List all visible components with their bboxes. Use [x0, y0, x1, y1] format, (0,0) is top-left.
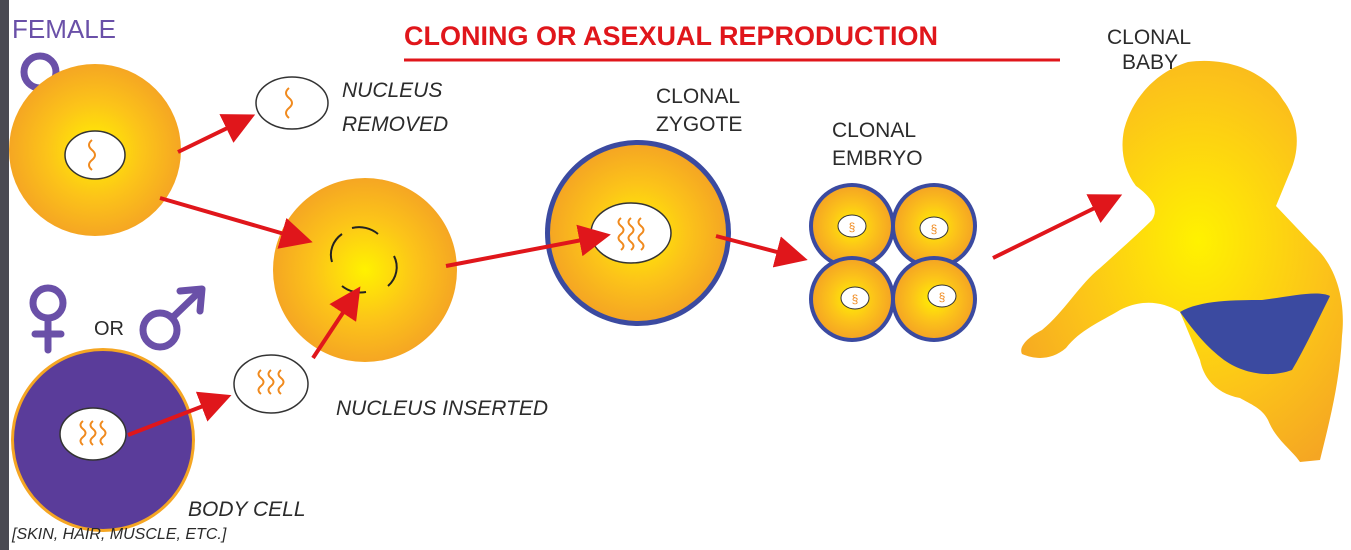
arrow-to-removed-nucleus — [178, 118, 248, 152]
clonal-embryo-label-line2: EMBRYO — [832, 148, 923, 170]
body-cell-label: BODY CELL — [188, 499, 306, 521]
female-label: FEMALE — [12, 18, 116, 40]
embryo-cell: § — [891, 256, 977, 342]
body-cell-examples-label: [SKIN, HAIR, MUSCLE, ETC.] — [12, 524, 226, 546]
clonal-zygote-label-line2: ZYGOTE — [656, 114, 742, 136]
nucleus-removed-label-line2: REMOVED — [342, 114, 448, 136]
arrow-to-enucleated-egg — [160, 198, 305, 240]
clonal-zygote-label-line1: CLONAL — [656, 86, 740, 108]
clonal-embryo: § § § § — [809, 183, 977, 342]
clonal-embryo-label-line1: CLONAL — [832, 120, 916, 142]
removed-nucleus — [256, 77, 328, 129]
clonal-zygote — [545, 140, 731, 326]
female-symbol-small-icon — [33, 288, 63, 350]
clonal-baby-label-line2: BABY — [1122, 52, 1178, 74]
arrow-embryo-to-baby — [993, 198, 1115, 258]
or-label: OR — [94, 318, 124, 340]
body-cell — [11, 348, 195, 532]
male-symbol-icon — [143, 289, 202, 347]
embryo-cell: § — [809, 256, 895, 342]
inserted-nucleus — [234, 355, 308, 413]
diagram-title: CLONING OR ASEXUAL REPRODUCTION — [404, 25, 938, 47]
clonal-baby-label-line1: CLONAL — [1107, 27, 1191, 49]
svg-text:§: § — [931, 222, 938, 236]
enucleated-egg — [273, 178, 457, 362]
nucleus-removed-label-line1: NUCLEUS — [342, 80, 442, 102]
clonal-baby-silhouette — [1021, 61, 1343, 462]
female-egg-cell — [9, 64, 181, 236]
svg-text:§: § — [939, 290, 946, 304]
svg-text:§: § — [849, 220, 856, 234]
svg-text:§: § — [852, 292, 859, 306]
nucleus-inserted-label: NUCLEUS INSERTED — [336, 398, 548, 420]
